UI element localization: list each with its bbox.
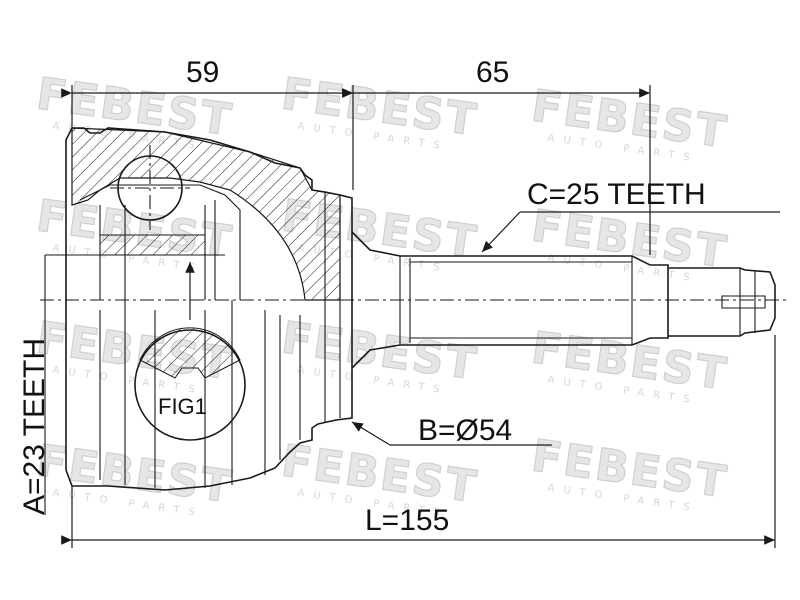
abs-ring-label: B=Ø54 [418, 414, 512, 447]
bottom-dimension: L=155 [61, 335, 776, 548]
threaded-end [668, 267, 776, 337]
fig1-spline-hatch [139, 327, 241, 379]
c-teeth-leader [481, 211, 521, 253]
dim-label-59: 59 [186, 56, 219, 89]
dim-label-155: L=155 [365, 504, 449, 537]
fig1-label: FIG1 [158, 394, 207, 419]
joint-housing: FIG1 [44, 127, 353, 515]
outer-spline-label: C=25 TEETH [527, 178, 706, 211]
top-dimensions: 59 65 [61, 56, 651, 255]
callouts: C=25 TEETH B=Ø54 A=23 TEETH [18, 178, 780, 515]
b-diameter-leader [351, 421, 391, 446]
inner-spline-label: A=23 TEETH [18, 338, 51, 515]
inner-race-hatch [99, 234, 206, 256]
stub-shaft [351, 231, 776, 369]
dim-label-65: 65 [476, 56, 509, 89]
housing-section-hatch [71, 127, 341, 301]
